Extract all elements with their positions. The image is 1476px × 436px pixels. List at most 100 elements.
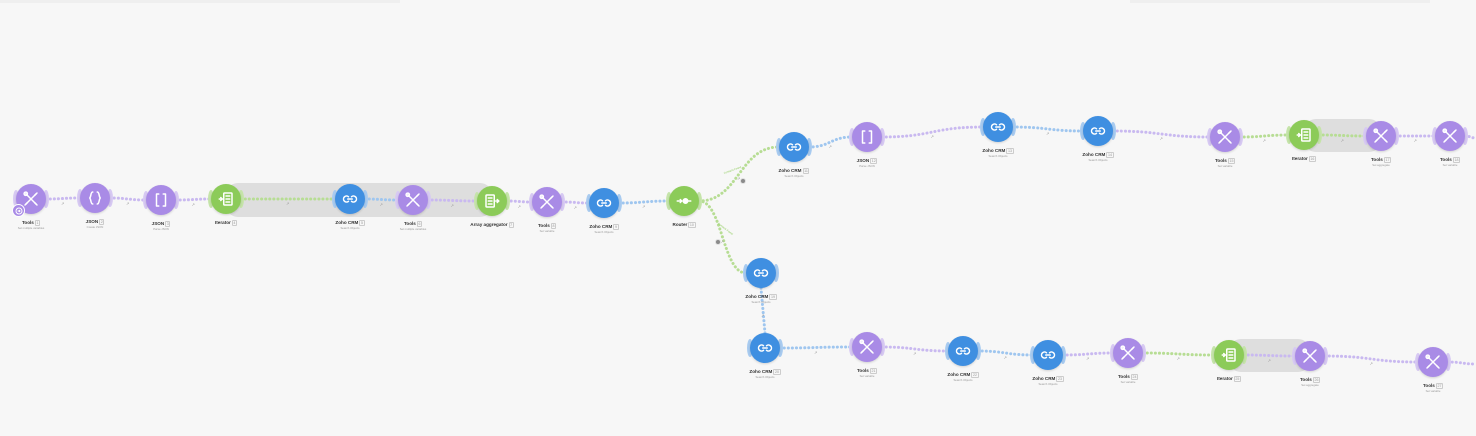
connection-line[interactable] [44,196,82,201]
module-button[interactable] [1083,116,1113,146]
module-output-handle[interactable] [773,264,779,282]
module-output-handle[interactable] [362,190,368,208]
module-output-handle[interactable] [1241,346,1247,364]
module-output-handle[interactable] [1237,128,1243,146]
module-button[interactable] [1113,338,1143,368]
connection-settings-icon[interactable]: ↗ [642,204,646,209]
connection-settings-icon[interactable]: ↗ [573,204,577,210]
module-output-handle[interactable] [1140,344,1146,362]
module-output-handle[interactable] [43,190,49,208]
connection-settings-icon[interactable]: ↗ [1340,137,1344,143]
connection-line[interactable] [108,196,148,202]
module-button[interactable] [398,185,428,215]
module-output-handle[interactable] [107,189,113,207]
connection-line[interactable] [759,286,767,335]
module-output-handle[interactable] [1110,122,1116,140]
connection-settings-icon[interactable]: ↗ [737,176,741,181]
connection-settings-icon[interactable]: ↗ [1086,356,1090,361]
connection-settings-icon[interactable]: ↗ [1369,361,1373,366]
module-output-handle[interactable] [1445,353,1451,371]
module-button[interactable] [852,332,882,362]
connection-settings-icon[interactable]: ↗ [814,349,818,355]
module-output-handle[interactable] [504,192,510,210]
connection-line[interactable] [1242,353,1297,358]
connection-settings-icon[interactable]: ↗ [126,201,130,206]
connection-settings-icon[interactable]: ↗ [1003,355,1007,360]
connection-line[interactable] [617,199,671,205]
connection-settings-icon[interactable]: ↗ [913,351,917,356]
module-button[interactable] [335,184,365,214]
module-output-handle[interactable] [1393,127,1399,145]
run-trigger-icon[interactable] [12,204,25,217]
module-button[interactable] [532,187,562,217]
connection-line[interactable] [880,345,950,353]
connection-settings-icon[interactable]: ↗ [286,201,290,206]
module-button[interactable] [1435,121,1465,151]
module-button[interactable] [1210,122,1240,152]
module-button[interactable] [779,132,809,162]
connection-settings-icon[interactable]: ↗ [191,201,195,207]
module-button[interactable] [750,333,780,363]
connection-settings-icon[interactable]: ↗ [720,239,724,244]
connection-settings-icon[interactable]: ↗ [1176,356,1180,361]
connection-settings-icon[interactable]: ↗ [61,200,65,206]
module-output-handle[interactable] [1462,127,1468,145]
module-output-handle[interactable] [1316,126,1322,144]
connection-line[interactable] [807,135,854,149]
module-output-handle[interactable] [1060,346,1066,364]
module-button[interactable] [1366,121,1396,151]
connection-settings-icon[interactable]: ↗ [1413,138,1417,143]
module-output-handle[interactable] [559,193,565,211]
connection-line[interactable] [1061,351,1115,357]
connection-line[interactable] [426,198,479,203]
connection-line[interactable] [363,197,400,202]
module-button[interactable] [669,186,699,216]
connection-line[interactable] [1323,354,1420,364]
connection-line[interactable] [778,345,854,350]
module-button[interactable] [589,188,619,218]
module-output-handle[interactable] [238,190,244,208]
connection-settings-icon[interactable]: ↗ [761,312,765,318]
module-output-handle[interactable] [696,192,702,210]
connection-settings-icon[interactable]: ↗ [930,134,934,139]
connection-settings-icon[interactable]: ↗ [450,202,454,208]
connection-line[interactable] [174,197,213,202]
module-output-handle[interactable] [425,191,431,209]
module-button[interactable] [80,183,110,213]
module-output-handle[interactable] [616,194,622,212]
connection-line-offscreen[interactable] [1446,360,1476,366]
connection-line[interactable] [1238,133,1291,139]
connection-settings-icon[interactable]: ↗ [1267,357,1271,363]
module-button[interactable] [1214,340,1244,370]
connection-line[interactable] [976,349,1035,357]
connection-line[interactable] [1141,351,1216,357]
connection-line[interactable] [697,199,748,275]
module-output-handle[interactable] [975,342,981,360]
connection-line[interactable] [560,200,591,205]
connection-settings-icon[interactable]: ↗ [517,203,521,209]
module-output-handle[interactable] [806,138,812,156]
connection-settings-icon[interactable]: ↗ [1046,131,1050,136]
connection-settings-icon[interactable]: ↗ [379,201,383,207]
module-output-handle[interactable] [777,339,783,357]
